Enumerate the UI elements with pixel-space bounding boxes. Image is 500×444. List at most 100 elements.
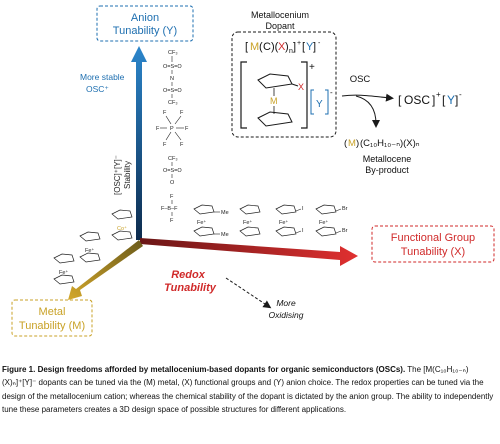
svg-text:(: (	[259, 41, 263, 53]
metal-ferrocenes: Co⁺ Fe⁺ Fe⁺	[53, 209, 133, 285]
svg-text:]: ]	[293, 41, 296, 53]
svg-text:-: -	[330, 88, 333, 97]
caption-body: The [M(C₁₀H₁₀₋ₙ)(X)ₙ]⁺[Y]⁻ dopants can b…	[2, 365, 494, 415]
anion-tunability-box	[96, 5, 194, 42]
svg-text:-: -	[318, 40, 321, 47]
svg-text:[: [	[442, 93, 446, 107]
stability-label: [OSC]⁺[Y]⁻ Stability	[113, 155, 132, 195]
svg-text:Fe⁺: Fe⁺	[197, 219, 206, 226]
svg-text:F: F	[170, 218, 174, 224]
svg-text:Y: Y	[447, 93, 455, 107]
svg-text:F–B–F: F–B–F	[161, 206, 178, 212]
svg-text:F: F	[185, 126, 189, 132]
svg-text:[OSC]⁺[Y]⁻: [OSC]⁺[Y]⁻	[113, 155, 122, 195]
metal-tunability-box	[11, 299, 93, 337]
more-oxidising-line1: More	[276, 298, 296, 308]
svg-text:F: F	[170, 194, 174, 200]
byproduct-line1: Metallocene	[363, 154, 412, 164]
svg-text:Me: Me	[221, 232, 229, 238]
svg-text:CF₃: CF₃	[168, 100, 178, 106]
redox-line1: Redox	[171, 269, 206, 281]
byproduct-line2: By-product	[365, 165, 409, 175]
svg-text:(C₁₀H₁₀₋ₙ)(X)ₙ: (C₁₀H₁₀₋ₙ)(X)ₙ	[360, 138, 420, 149]
reaction-product: [ OSC ] + [ Y ] -	[398, 90, 462, 107]
svg-text:CF₃: CF₃	[168, 156, 178, 162]
reaction-arrow	[341, 93, 394, 102]
anion-tunability-line1: Anion	[131, 12, 159, 24]
anion-axis-arrow	[131, 46, 147, 240]
svg-text:(: (	[344, 138, 348, 149]
svg-text:X: X	[278, 41, 286, 53]
svg-text:Fe⁺: Fe⁺	[85, 247, 94, 254]
svg-text:)(: )(	[271, 41, 279, 53]
svg-text:]: ]	[455, 93, 458, 107]
byproduct-arrow	[355, 95, 380, 128]
svg-text:[: [	[398, 93, 402, 107]
svg-text:O=S=O: O=S=O	[163, 64, 182, 70]
functional-group-ferrocenes: Me Fe⁺ Me Fe⁺ I Fe⁺ I Br Fe⁺ Br	[193, 204, 348, 238]
dopant-title-line1: Metallocenium	[251, 10, 309, 20]
functional-group-box	[371, 225, 495, 263]
svg-text:[: [	[245, 41, 248, 53]
anion-structures: CF₃ O=S=O N O=S=O CF₃ F F P F F F F CF₃ …	[156, 50, 189, 224]
svg-text:O=S=O: O=S=O	[163, 168, 182, 174]
functional-axis-arrow	[140, 238, 358, 266]
svg-text:Fe⁺: Fe⁺	[279, 219, 288, 226]
anion-tunability-line2: Tunability (Y)	[113, 25, 177, 37]
svg-text:P: P	[170, 126, 174, 132]
svg-text:]: ]	[432, 93, 435, 107]
svg-text:): )	[356, 138, 359, 149]
svg-text:n: n	[289, 48, 293, 55]
svg-text:): )	[285, 41, 289, 53]
svg-text:Co⁺: Co⁺	[117, 225, 127, 232]
metal-tunability-line1: Metal	[39, 306, 66, 318]
svg-text:M: M	[250, 41, 259, 53]
byproduct-formula: ( M ) (C₁₀H₁₀₋ₙ)(X)ₙ	[344, 138, 420, 149]
functional-group-line1: Functional Group	[391, 232, 475, 244]
figure-graphic: Anion Tunability (Y) More stable OSC⁺ [O…	[11, 5, 495, 337]
svg-text:+: +	[297, 40, 301, 47]
svg-text:+: +	[436, 90, 441, 99]
svg-text:]: ]	[313, 41, 316, 53]
functional-group-line2: Tunability (X)	[401, 246, 465, 258]
svg-text:O: O	[170, 180, 175, 186]
svg-text:CF₃: CF₃	[168, 50, 178, 56]
dopant-formula: [ M ( C )( X ) n ] + [ Y ] -	[245, 40, 321, 55]
svg-text:M: M	[270, 96, 278, 106]
svg-text:Fe⁺: Fe⁺	[59, 269, 68, 276]
svg-text:Y: Y	[306, 41, 314, 53]
svg-text:Stability: Stability	[123, 161, 132, 189]
svg-text:C: C	[263, 41, 271, 53]
svg-text:Fe⁺: Fe⁺	[243, 219, 252, 226]
more-oxidising-arrow	[225, 277, 272, 309]
redox-line2: Tunability	[164, 282, 217, 294]
svg-text:Br: Br	[342, 228, 348, 234]
svg-text:Y: Y	[316, 99, 323, 110]
svg-text:N: N	[170, 76, 174, 82]
svg-text:I: I	[302, 206, 304, 212]
metallocenium-structure: + X M Y -	[240, 61, 333, 129]
metal-tunability-line2: Tunability (M)	[19, 320, 85, 332]
svg-text:Fe⁺: Fe⁺	[319, 219, 328, 226]
svg-text:-: -	[459, 90, 462, 99]
svg-text:I: I	[302, 228, 304, 234]
caption-lead: Figure 1. Design freedoms afforded by me…	[2, 365, 406, 374]
dopant-title-line2: Dopant	[265, 21, 295, 31]
svg-text:F: F	[163, 110, 167, 116]
svg-text:X: X	[298, 82, 304, 92]
svg-text:OSC: OSC	[404, 93, 430, 107]
svg-text:F: F	[180, 110, 184, 116]
figure-caption: Figure 1. Design freedoms afforded by me…	[2, 363, 498, 417]
svg-text:F: F	[156, 126, 160, 132]
svg-text:M: M	[348, 138, 356, 149]
svg-text:+: +	[309, 62, 315, 73]
svg-text:Me: Me	[221, 210, 229, 216]
svg-text:[: [	[302, 41, 305, 53]
svg-text:O=S=O: O=S=O	[163, 88, 182, 94]
more-oxidising-line2: Oxidising	[269, 310, 304, 320]
more-stable-line1: More stable	[80, 72, 125, 82]
reaction-reagent: OSC	[350, 74, 371, 85]
svg-text:F: F	[163, 142, 167, 148]
more-stable-line2: OSC⁺	[86, 84, 109, 94]
